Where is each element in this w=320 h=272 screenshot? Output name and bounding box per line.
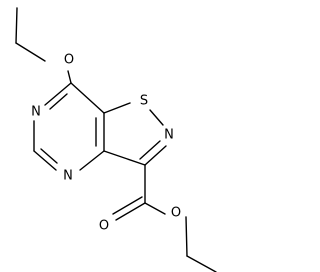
atom-ring-sulfur: S (140, 94, 148, 109)
atom-pyrimidine-nitrogen-upper: N (31, 105, 41, 120)
pyrimidine-c7a-c7-bond (70, 82, 105, 114)
pyrimidine-n4-c3a-bond (79, 150, 105, 171)
isothiazole-c7a-s-bond (103, 102, 131, 114)
ethoxy-o-to-ring-bond (67, 70, 72, 84)
carbonyl-bond (115, 202, 146, 221)
atom-thiazole-nitrogen: N (164, 128, 174, 143)
ester-ethyl-bond (186, 255, 217, 272)
pyrimidine-c7-n6-bond (44, 82, 72, 106)
atom-ether-oxygen: O (64, 53, 74, 68)
atom-carbonyl-oxygen: O (99, 219, 109, 234)
carbonyl-double-bond (112, 196, 143, 215)
isothiazole-n-c3-bond (144, 145, 167, 166)
isothiazole-c3-c3a-bond (103, 150, 146, 166)
isothiazole-n-c3-double-bond (139, 140, 161, 160)
pyrimidine-c5-n4-bond (33, 150, 57, 171)
atom-ester-oxygen: O (171, 206, 181, 221)
ester-c-o-bond (144, 202, 166, 215)
isothiazole-s-n-bond (149, 109, 164, 126)
ethoxy-ch2-bond (15, 42, 46, 62)
ethoxy-methyl-bond (15, 7, 18, 44)
chemical-structure: O S N N N O O (15, 7, 217, 272)
atom-pyrimidine-nitrogen-lower: N (63, 169, 73, 184)
pyrimidine-c5-n4-double-bond (40, 148, 58, 164)
pyrimidine-c7-n6-double-bond (49, 93, 68, 110)
ester-o-ch2-bond (185, 216, 188, 257)
